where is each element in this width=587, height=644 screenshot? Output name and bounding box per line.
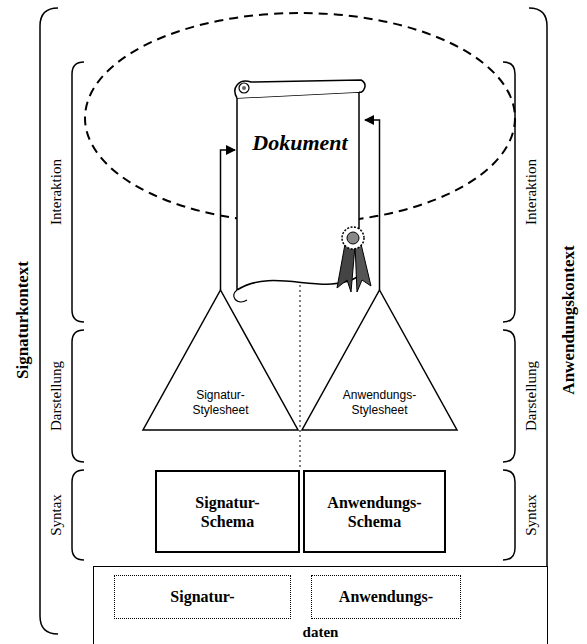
- layer-label: Darstellung: [523, 359, 540, 433]
- data-part-box: Signatur-: [114, 575, 291, 619]
- layer-label: Darstellung: [48, 359, 65, 433]
- document-scroll-outline: [235, 78, 365, 310]
- data-part-box: Anwendungs-: [311, 575, 461, 619]
- inner-bracket: [72, 62, 84, 322]
- node-text: Signatur- Stylesheet: [175, 388, 267, 418]
- stylesheet-triangle: Signatur- Stylesheet: [143, 290, 298, 430]
- context-label: Signaturkontext: [13, 259, 32, 381]
- inner-bracket: [72, 330, 84, 462]
- inner-bracket: [503, 62, 515, 322]
- layer-label: Interaktion: [48, 157, 65, 227]
- node-text: Signatur- Schema: [172, 493, 284, 531]
- node-text: Signatur-: [170, 588, 234, 606]
- layer-label: Syntax: [48, 492, 65, 538]
- node-text: Anwendungs- Stylesheet: [334, 388, 426, 418]
- layer-label: Syntax: [523, 492, 540, 538]
- layer-label: Interaktion: [523, 157, 540, 227]
- data-box: daten Signatur- Anwendungs-: [93, 566, 548, 644]
- outer-bracket: [40, 8, 58, 634]
- node-text: daten: [94, 624, 547, 641]
- context-label: Anwendungskontext: [559, 243, 578, 396]
- document-scroll: Dokument: [235, 78, 365, 310]
- inner-bracket: [503, 470, 515, 560]
- node-text: Anwendungs- Schema: [319, 493, 431, 531]
- outer-bracket: [529, 8, 547, 634]
- schema-box: Anwendungs- Schema: [303, 470, 446, 553]
- node-text: Dokument: [235, 130, 365, 156]
- inner-bracket: [503, 330, 515, 462]
- inner-bracket: [72, 470, 84, 560]
- schema-box: Signatur- Schema: [155, 470, 300, 553]
- arrow-connector: [365, 120, 380, 290]
- node-text: Anwendungs-: [339, 588, 433, 606]
- stylesheet-triangle: Anwendungs- Stylesheet: [302, 290, 457, 430]
- arrow-connector: [221, 150, 236, 290]
